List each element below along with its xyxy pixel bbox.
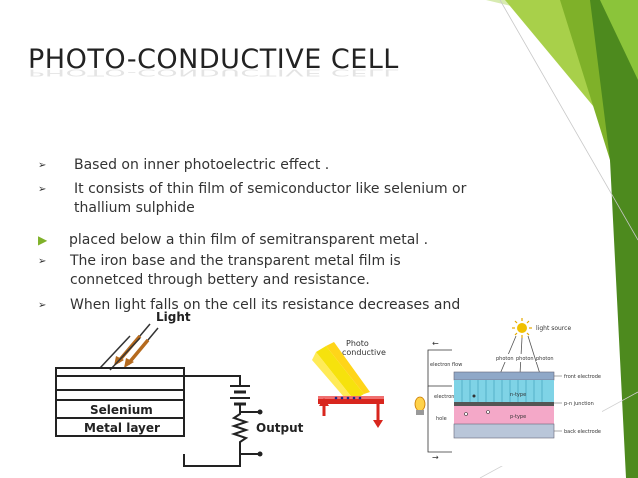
solid-triangle-bullet-icon: ▶ [38, 233, 48, 247]
n-type-label: n-type [510, 392, 526, 398]
resistor-icon [230, 412, 250, 454]
sun-icon [512, 318, 532, 338]
slide-title: PHOTO-CONDUCTIVE CELL [28, 44, 399, 75]
slide-title-reflection: PHOTO-CONDUCTIVE CELL [28, 67, 399, 78]
bullet-text-line: It consists of thin film of semiconducto… [74, 181, 467, 197]
bullet-text-line: placed below a thin film of semitranspar… [69, 232, 429, 248]
photon-label: photon [496, 356, 514, 362]
photon-label: photon [536, 356, 554, 362]
light-label: Light [156, 310, 191, 324]
arrowhead-bullet-icon: ➢ [38, 300, 47, 311]
bullet-text-line: When light falls on the cell its resista… [70, 297, 461, 313]
photo-conductive-diagram: Photo conductive [312, 339, 386, 428]
selenium-label: Selenium [90, 403, 153, 417]
p-type-label: p-type [510, 414, 526, 420]
n-type-layer [454, 380, 554, 402]
pn-junction-label: p-n junction [564, 401, 594, 407]
metal-layer [55, 417, 185, 437]
bullet-text-line: connetced through bettery and resistance… [70, 272, 370, 288]
right-arrow-icon: → [432, 453, 439, 462]
metal-layer-label: Metal layer [84, 421, 160, 435]
hole-label: hole [436, 416, 447, 422]
light-beam-icon [312, 342, 370, 404]
photoconductive-circuit-diagram: Light Output [55, 310, 304, 467]
back-electrode-label: back electrode [564, 429, 601, 435]
bullet-text-line: The iron base and the transparent metal … [70, 253, 401, 269]
output-label: Output [256, 421, 304, 435]
arrowhead-bullet-icon: ➢ [38, 184, 47, 195]
battery-icon [230, 385, 250, 412]
p-type-layer [454, 406, 554, 424]
light-rays-icon [99, 323, 159, 371]
bullet-text-line: Based on inner photoelectric effect . [74, 157, 330, 173]
arrowhead-bullet-icon: ➢ [38, 160, 47, 171]
electron-flow-label: electron flow [430, 362, 462, 368]
photon-label: photon [516, 356, 534, 362]
conductive-label: conductive [342, 348, 386, 357]
photo-label: Photo [346, 339, 369, 348]
light-source-label: light source [536, 325, 571, 332]
front-electrode-label: front electrode [564, 374, 601, 380]
output-terminal-icon [257, 409, 263, 415]
output-terminal-icon [257, 451, 263, 457]
bullet-text-line: thallium sulphide [74, 200, 195, 216]
left-arrow-icon: ← [432, 339, 439, 348]
down-arrow-icon [373, 420, 383, 428]
arrowhead-bullet-icon: ➢ [38, 256, 47, 267]
up-arrow-icon [319, 398, 329, 406]
electron-label: electron [434, 394, 454, 400]
bulb-icon [414, 396, 426, 415]
pn-photocell-diagram: light source photon photon photon ← elec… [414, 318, 601, 462]
